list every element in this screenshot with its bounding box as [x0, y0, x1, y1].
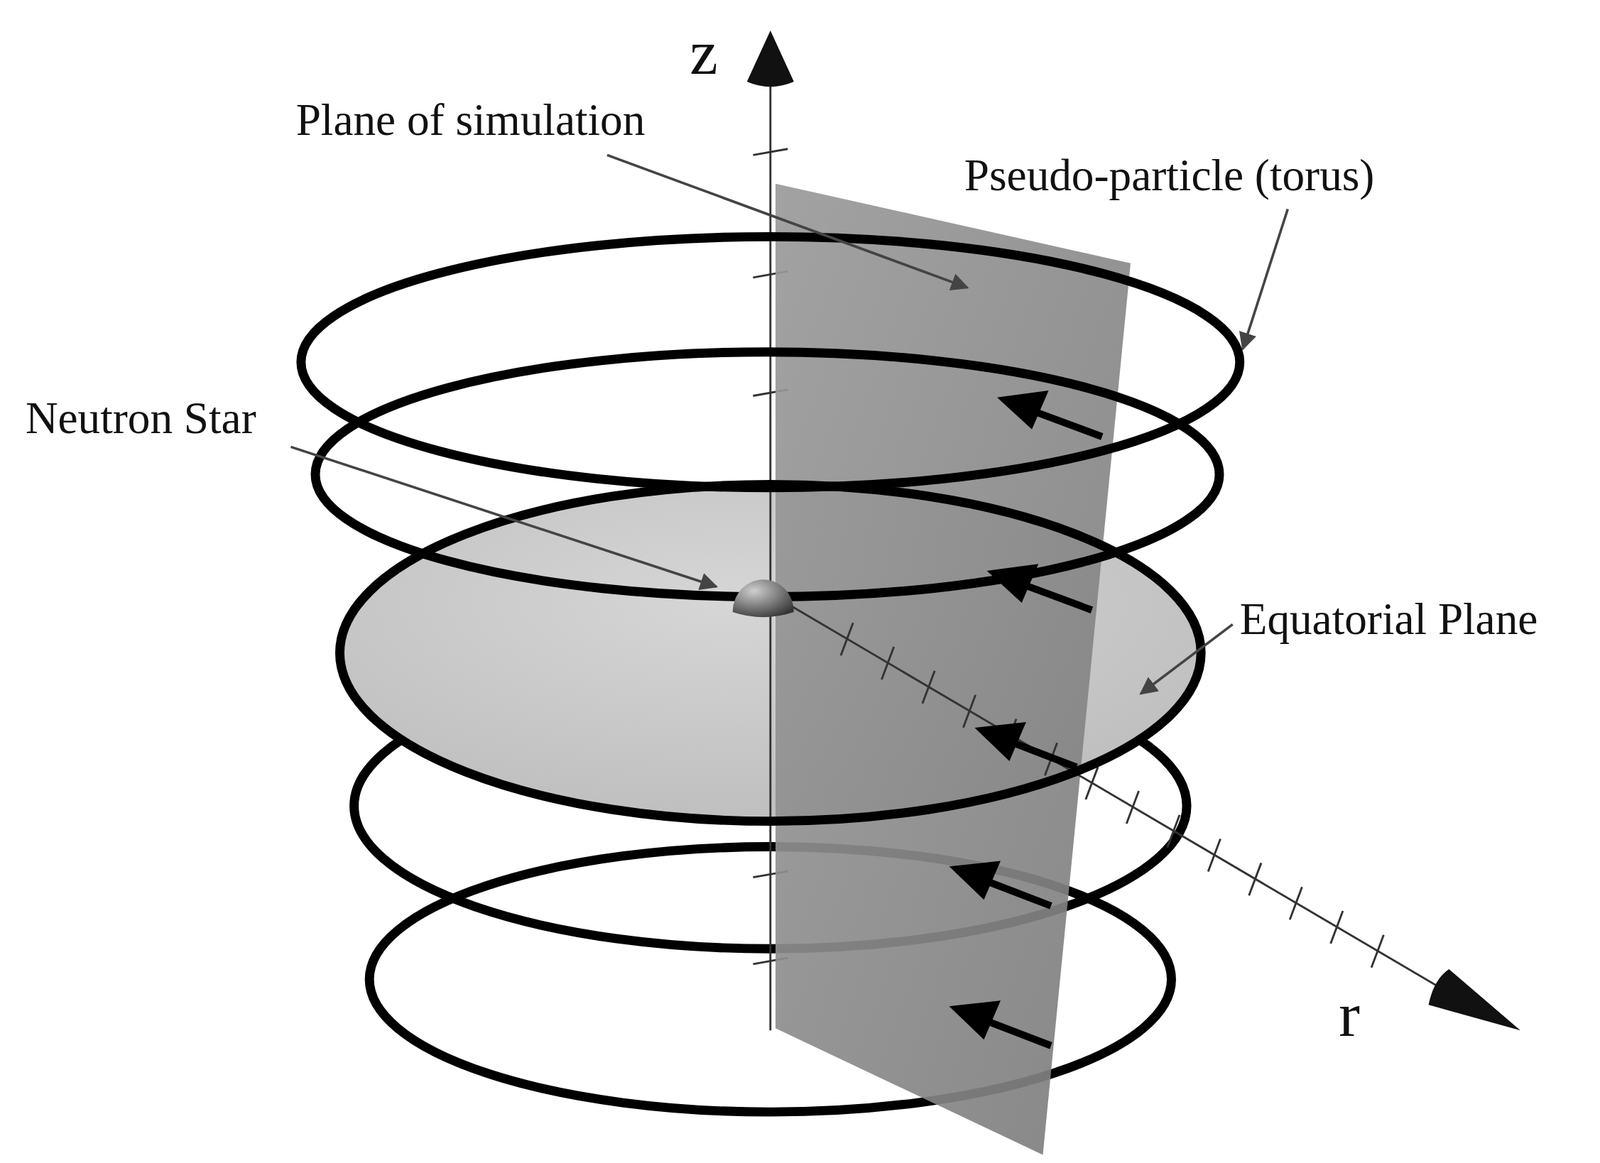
axis-tick	[1207, 839, 1221, 873]
axis-tick	[1249, 862, 1262, 896]
callout-label: Plane of simulation	[296, 98, 646, 143]
callout-label: Neutron Star	[25, 396, 257, 442]
axis-tick	[1330, 911, 1343, 944]
axis-tick	[840, 622, 853, 656]
axis-tick	[1085, 766, 1098, 800]
callout-label: Pseudo-particle (torus)	[964, 153, 1375, 199]
axis-tick	[881, 646, 894, 680]
axis-tick	[1167, 815, 1180, 848]
axis-label: z	[689, 21, 718, 85]
axis-tick	[922, 671, 935, 704]
axis-tick	[1289, 886, 1302, 920]
axis-tick	[1371, 935, 1384, 968]
callout-label: Equatorial Plane	[1239, 597, 1539, 642]
axis-label: r	[1338, 983, 1360, 1047]
axis-tick	[962, 695, 976, 728]
axis-tick	[1126, 791, 1139, 824]
